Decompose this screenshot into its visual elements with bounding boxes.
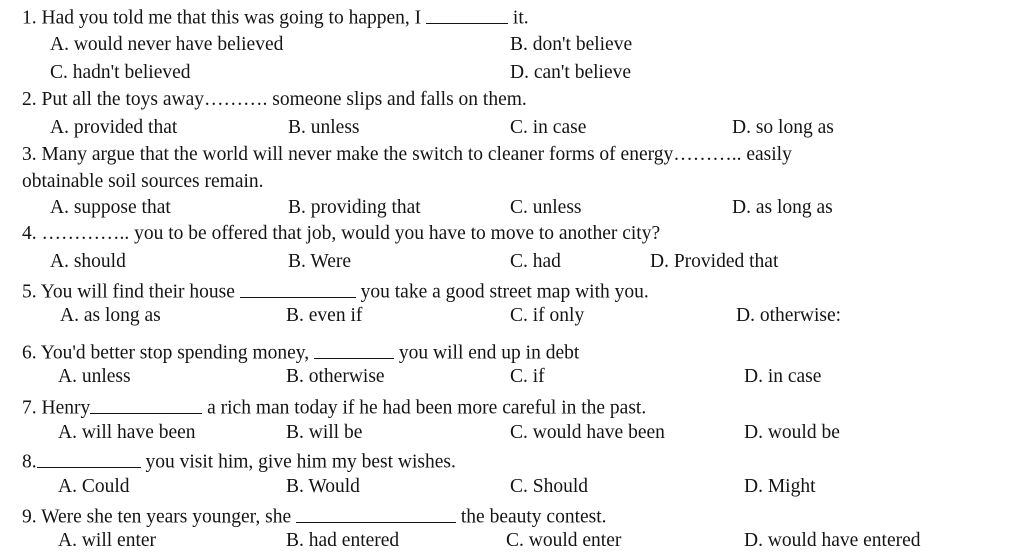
answer-blank (239, 279, 356, 298)
question-4-option-d: D. Provided that (650, 251, 779, 272)
question-3-stem-continued: obtainable soil sources remain. (22, 171, 264, 192)
question-9-stem: 9. Were she ten years younger, she the b… (22, 504, 607, 527)
question-8-option-b: B. Would (286, 476, 360, 497)
answer-blank (90, 395, 203, 414)
question-2-option-a: A. provided that (50, 117, 178, 138)
question-6-option-c: C. if (510, 366, 545, 387)
question-6-stem: 6. You'd better stop spending money, you… (22, 340, 579, 363)
answer-blank (314, 340, 395, 359)
question-7-text-after: a rich man today if he had been more car… (207, 397, 647, 419)
question-5-option-b: B. even if (286, 305, 363, 326)
question-7-option-d: D. would be (744, 422, 840, 443)
question-5-option-c: C. if only (510, 305, 585, 326)
question-2-option-c: C. in case (510, 117, 587, 138)
question-5-text-after: you take a good street map with you. (360, 281, 649, 303)
question-9-option-a: A. will enter (58, 530, 157, 551)
question-1-option-b: B. don't believe (510, 34, 633, 55)
question-3-option-c: C. unless (510, 197, 582, 218)
question-2-option-d: D. so long as (732, 117, 834, 138)
question-1-text-before: 1. Had you told me that this was going t… (22, 7, 422, 29)
answer-blank (296, 504, 456, 523)
question-1-stem: 1. Had you told me that this was going t… (22, 5, 529, 28)
question-4-option-c: C. had (510, 251, 561, 272)
question-3-option-d: D. as long as (732, 197, 833, 218)
question-8-option-c: C. Should (510, 476, 589, 497)
question-7-text-before: 7. Henry (22, 397, 91, 419)
question-7-stem: 7. Henry a rich man today if he had been… (22, 395, 646, 418)
question-8-option-a: A. Could (58, 476, 130, 497)
question-6-option-a: A. unless (58, 366, 131, 387)
question-4-option-b: B. Were (288, 251, 352, 272)
question-1-option-a: A. would never have believed (50, 34, 284, 55)
question-3-option-b: B. providing that (288, 197, 421, 218)
question-5-option-a: A. as long as (60, 305, 161, 326)
question-4-stem: 4. ………….. you to be offered that job, wo… (22, 223, 661, 244)
question-9-text-after: the beauty contest. (460, 506, 607, 528)
question-6-option-b: B. otherwise (286, 366, 385, 387)
question-6-option-d: D. in case (744, 366, 822, 387)
question-9-option-c: C. would enter (506, 530, 622, 551)
question-3-option-a: A. suppose that (50, 197, 171, 218)
question-1-option-d: D. can't believe (510, 62, 631, 83)
question-9-option-b: B. had entered (286, 530, 400, 551)
question-6-text-before: 6. You'd better stop spending money, (22, 342, 310, 364)
question-2-stem: 2. Put all the toys away………. someone sli… (22, 89, 527, 110)
question-1-option-c: C. hadn't believed (50, 62, 191, 83)
question-1-text-after: it. (512, 7, 529, 29)
question-7-option-c: C. would have been (510, 422, 665, 443)
answer-blank (426, 5, 509, 24)
question-3-stem: 3. Many argue that the world will never … (22, 144, 792, 165)
question-7-option-b: B. will be (286, 422, 363, 443)
question-5-text-before: 5. You will find their house (22, 281, 235, 303)
question-8-option-d: D. Might (744, 476, 816, 497)
question-4-option-a: A. should (50, 251, 126, 272)
question-5-option-d: D. otherwise: (736, 305, 842, 326)
question-8-text-after: you visit him, give him my best wishes. (145, 451, 456, 473)
question-5-stem: 5. You will find their house you take a … (22, 279, 649, 302)
question-8-stem: 8. you visit him, give him my best wishe… (22, 449, 456, 472)
question-9-option-d: D. would have entered (744, 530, 921, 551)
question-9-text-before: 9. Were she ten years younger, she (22, 506, 292, 528)
question-8-text-before: 8. (22, 451, 37, 473)
question-7-option-a: A. will have been (58, 422, 196, 443)
question-2-option-b: B. unless (288, 117, 360, 138)
answer-blank (36, 449, 141, 468)
question-6-text-after: you will end up in debt (398, 342, 580, 364)
